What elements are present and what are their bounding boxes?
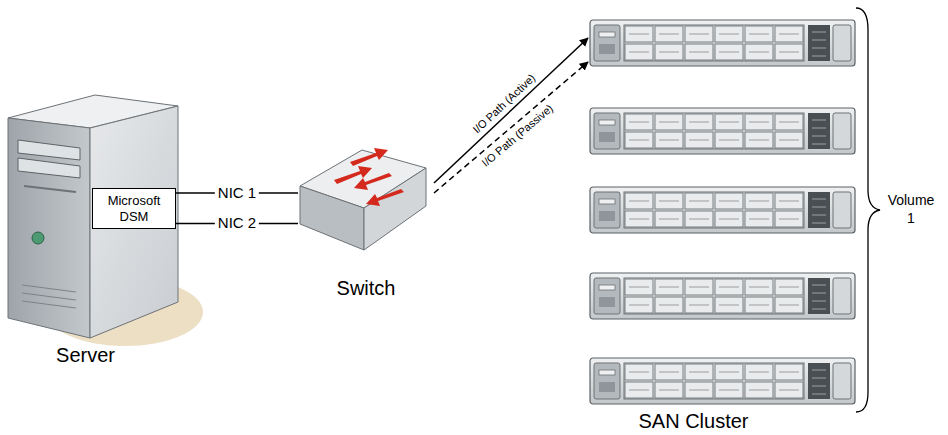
vent-line: [22, 293, 76, 300]
switch-arrow: [350, 148, 388, 166]
storage-unit: [590, 187, 855, 233]
io-path-passive: [434, 62, 588, 193]
storage-unit: [590, 273, 855, 319]
storage-unit: [590, 20, 855, 66]
node-caption: Server: [5, 343, 166, 367]
edge-label: NIC 1: [215, 184, 259, 201]
san-cluster: SAN Cluster: [588, 15, 858, 435]
switch-front: [300, 186, 364, 250]
node-caption: SAN Cluster: [588, 409, 799, 433]
volume-brace: [856, 8, 880, 412]
storage-unit: [590, 358, 855, 404]
tower-front: [8, 118, 90, 338]
edge-label: NIC 2: [215, 215, 259, 232]
io-path-active: [434, 38, 588, 183]
storage-unit: [590, 108, 855, 154]
software-box: Microsoft DSM: [92, 188, 176, 229]
network-switch: Switch: [298, 145, 434, 300]
server-tower: Server Microsoft DSM: [5, 92, 185, 367]
drive-slot: [18, 140, 80, 160]
switch-arrow: [334, 166, 372, 184]
node-caption: Switch: [298, 276, 434, 300]
switch-arrow: [354, 173, 392, 190]
drive-slot: [18, 158, 80, 178]
drive-slot: [24, 186, 76, 192]
vent-line: [22, 285, 76, 292]
volume-label: Volume 1: [884, 192, 938, 227]
box-text: Microsoft DSM: [96, 193, 172, 224]
power-button: [32, 232, 44, 244]
tower-side: [90, 106, 178, 338]
vent-line: [22, 301, 76, 308]
switch-arrow: [366, 189, 404, 206]
